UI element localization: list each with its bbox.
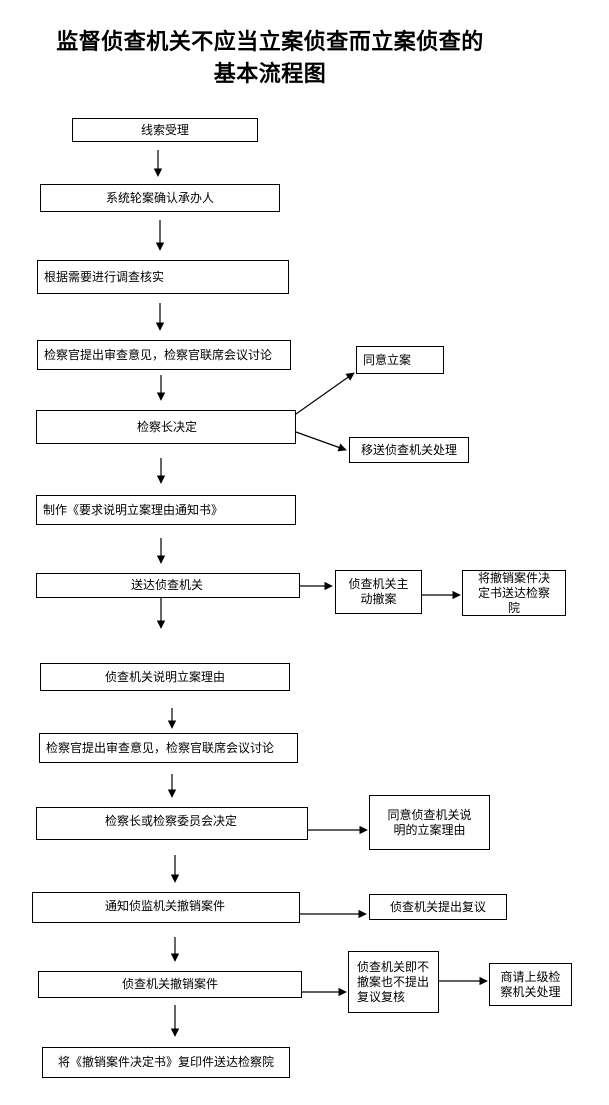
node-no-withdraw-no-reconsider: 侦查机关即不撤案也不提出复议复核 (348, 951, 439, 1013)
node-send-decision-copy: 将《撤销案件决定书》复印件送达检察院 (42, 1047, 290, 1078)
node-investigation-verification: 根据需要进行调查核实 (37, 260, 289, 294)
node-make-notice: 制作《要求说明立案理由通知书》 (36, 495, 296, 525)
node-voluntary-withdrawal: 侦查机关主动撤案 (335, 570, 422, 614)
node-deliver-investigation: 送达侦查机关 (36, 573, 300, 598)
node-agree-filing-reason: 同意侦查机关说明的立案理由 (369, 795, 490, 850)
node-chief-decision: 检察长决定 (36, 410, 296, 444)
node-withdraw-case: 侦查机关撤销案件 (38, 971, 302, 998)
node-review-opinion-1: 检察官提出审查意见，检察官联席会议讨论 (37, 340, 291, 370)
node-assign-handler: 系统轮案确认承办人 (40, 184, 280, 212)
diagram-title-line2: 基本流程图 (213, 62, 327, 87)
node-request-reconsideration: 侦查机关提出复议 (369, 894, 507, 920)
node-send-withdrawal-decision: 将撤销案件决定书送达检察院 (462, 570, 566, 616)
node-explain-filing-reason: 侦查机关说明立案理由 (40, 663, 290, 691)
node-transfer-investigation: 移送侦查机关处理 (349, 437, 469, 463)
node-request-superior: 商请上级检察机关处理 (489, 963, 572, 1006)
diagram-title-line1: 监督侦查机关不应当立案侦查而立案侦查的 (56, 30, 484, 55)
node-review-opinion-2: 检察官提出审查意见，检察官联席会议讨论 (39, 733, 298, 763)
node-agree-case-filing: 同意立案 (356, 346, 444, 374)
node-clue-acceptance: 线索受理 (72, 118, 258, 142)
arrow-n5-n5b (295, 431, 347, 452)
node-notify-withdraw-case: 通知侦监机关撤销案件 (32, 892, 300, 923)
node-chief-or-committee-decision: 检察长或检察委员会决定 (36, 807, 308, 840)
arrow-n5-n5a (295, 372, 355, 415)
